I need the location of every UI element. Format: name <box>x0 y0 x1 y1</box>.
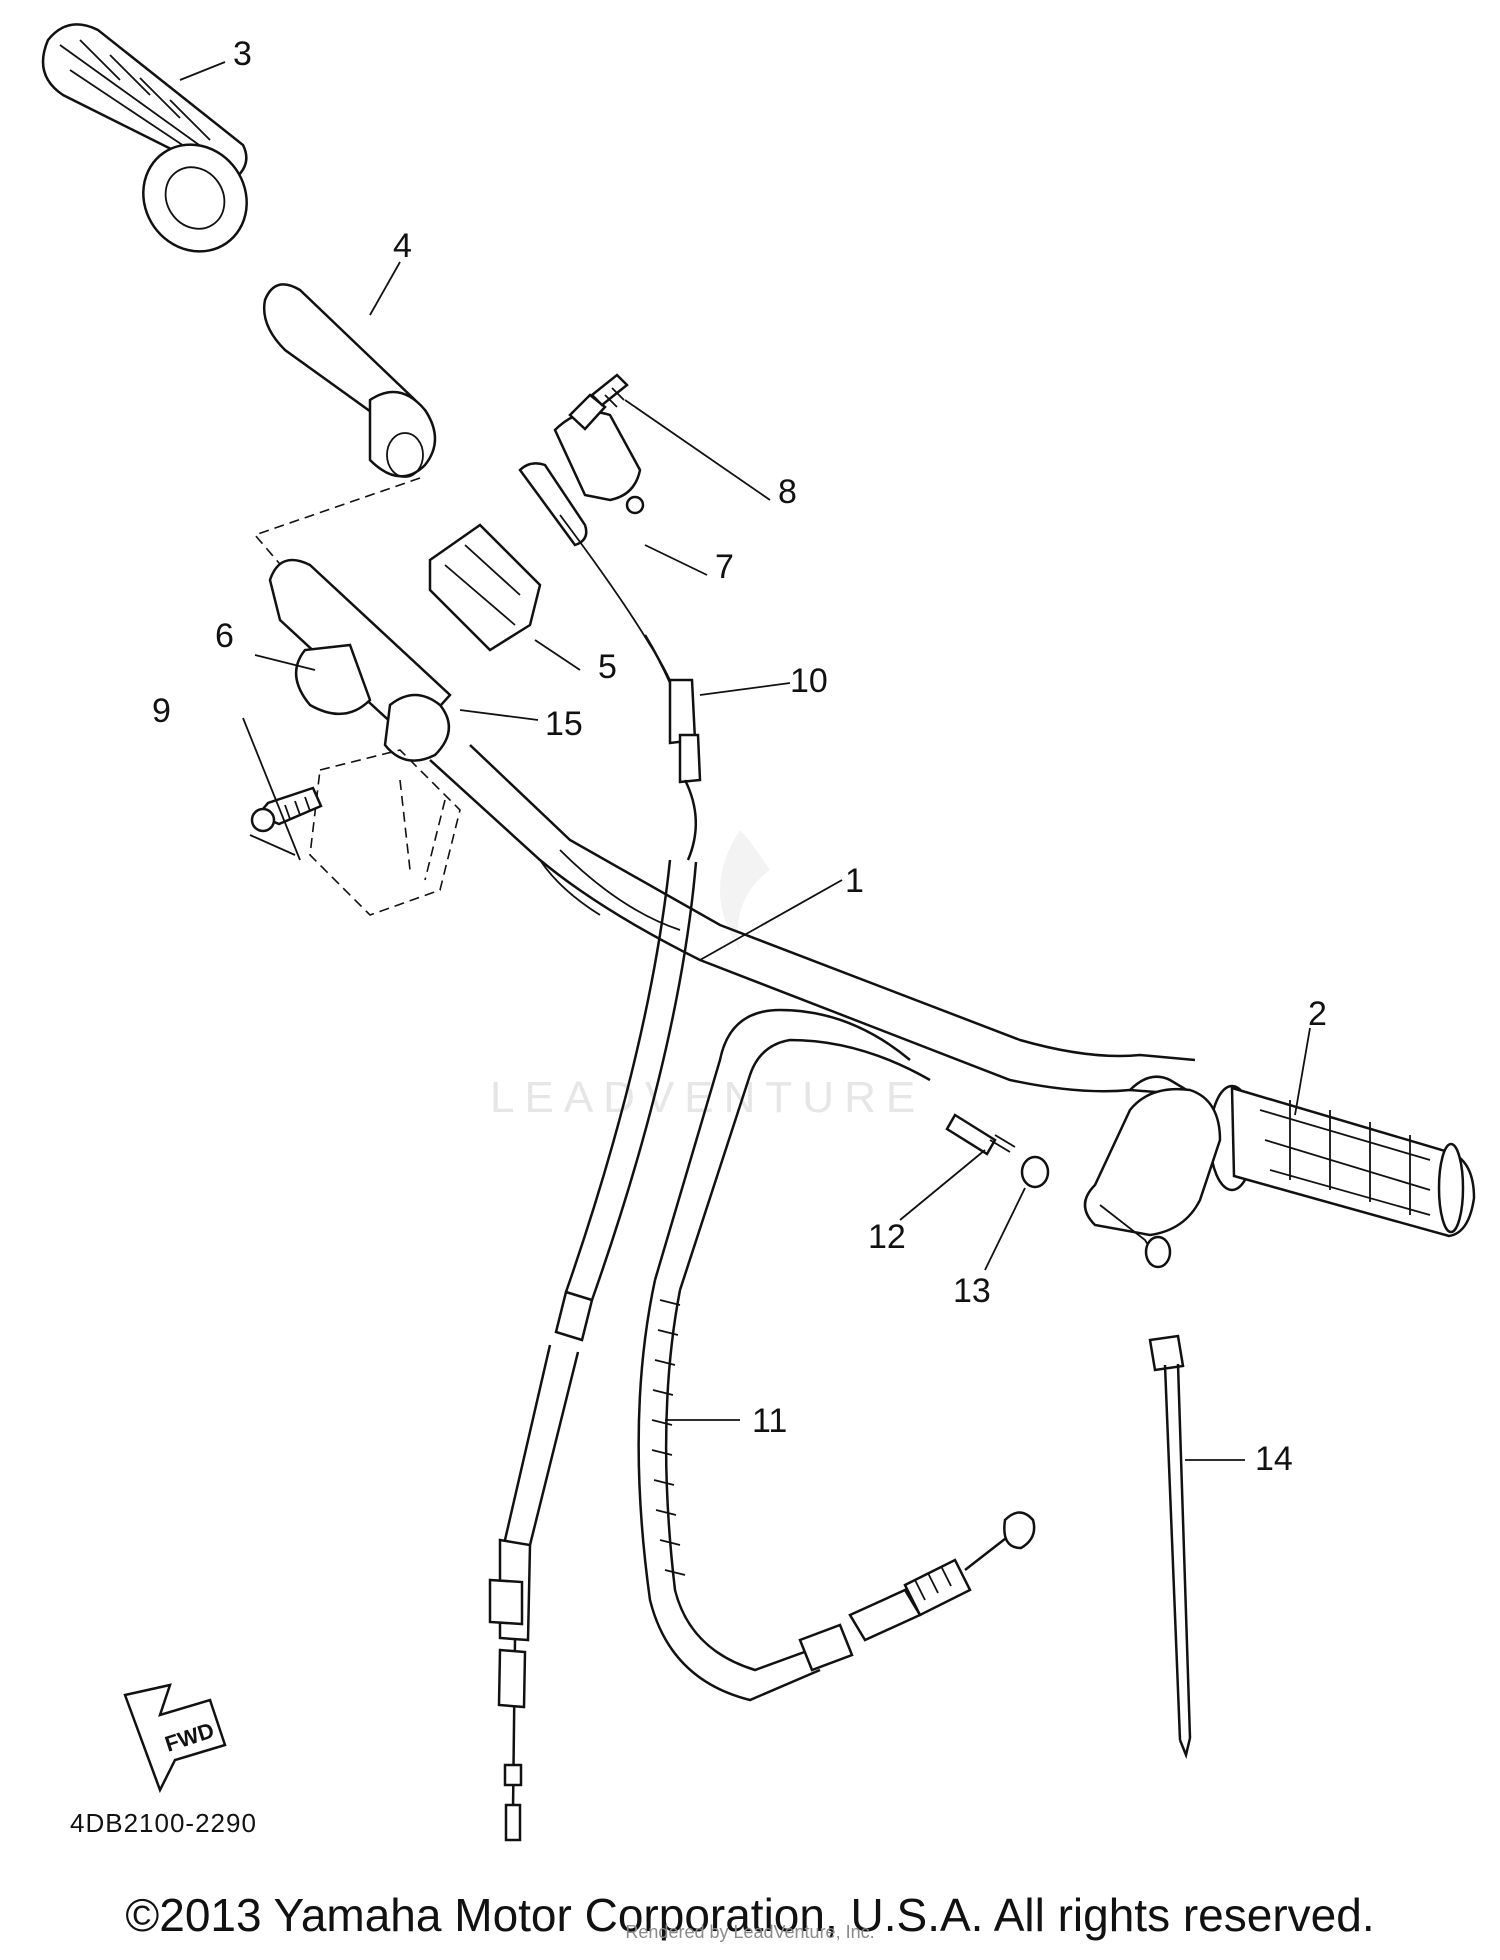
right-grip <box>1083 1084 1476 1269</box>
callout-4: 4 <box>393 227 412 265</box>
callout-5: 5 <box>598 648 617 686</box>
cable-tie <box>1148 1334 1192 1760</box>
cable-adjuster <box>945 1113 1050 1189</box>
callout-7: 7 <box>715 548 734 586</box>
callout-11: 11 <box>752 1402 787 1440</box>
left-grip <box>41 23 248 253</box>
callout-1: 1 <box>845 862 864 900</box>
assembly-guide-line <box>253 477 421 571</box>
callout-2: 2 <box>1308 995 1327 1033</box>
lever-assembly <box>553 373 645 515</box>
callout-10: 10 <box>790 662 828 700</box>
clutch-cable <box>637 1008 1036 1702</box>
rendered-by-notice: Rendered by LeadVenture, Inc. <box>625 1922 875 1942</box>
throttle-cable <box>488 462 702 1842</box>
watermark-logo-icon <box>720 830 770 950</box>
callout-15: 15 <box>545 705 583 743</box>
leader-lines <box>179 61 1311 1461</box>
bolt <box>250 786 323 833</box>
watermark-text: LEADVENTURE <box>490 1073 925 1122</box>
callout-9: 9 <box>152 692 171 730</box>
callout-14: 14 <box>1255 1440 1293 1478</box>
callout-3: 3 <box>233 35 252 73</box>
fwd-arrow-icon: FWD <box>123 1683 227 1794</box>
handlebar-left <box>268 558 461 916</box>
handlebar <box>429 744 1196 1097</box>
copyright-notice: ©2013 Yamaha Motor Corporation, U.S.A. A… <box>125 1889 1375 1941</box>
callout-6: 6 <box>215 617 234 655</box>
callout-12: 12 <box>868 1218 906 1256</box>
throttle-housing <box>428 523 542 652</box>
throttle-grip <box>262 283 437 478</box>
callout-8: 8 <box>778 473 797 511</box>
drawing-number: 4DB2100-2290 <box>70 1808 257 1838</box>
callout-13: 13 <box>953 1272 991 1310</box>
